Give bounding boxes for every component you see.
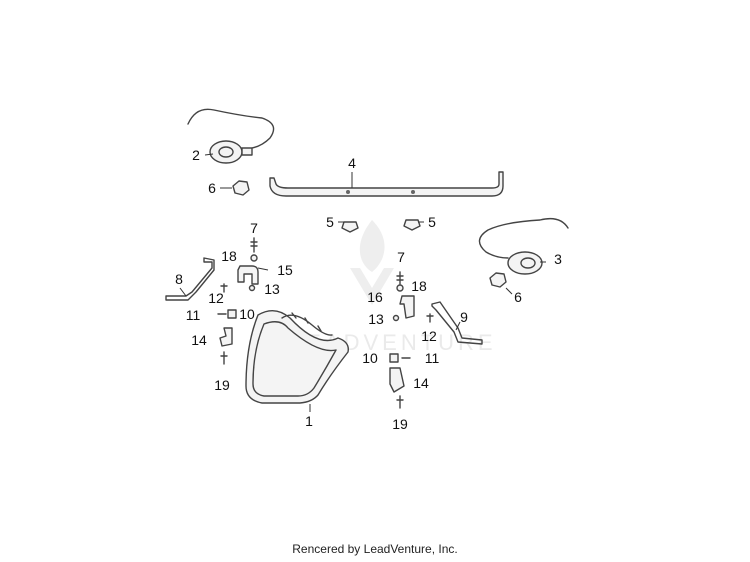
handlebar-part xyxy=(269,171,504,197)
callout-10-right: 10 xyxy=(362,350,378,366)
callout-4: 4 xyxy=(348,155,356,171)
headlight-part xyxy=(245,310,349,404)
callout-14-right: 14 xyxy=(413,375,429,391)
callout-9: 9 xyxy=(460,309,468,325)
leader-lines xyxy=(179,153,546,412)
callout-2: 2 xyxy=(192,147,200,163)
callout-5-left: 5 xyxy=(326,214,334,230)
bolt-parts xyxy=(341,219,421,233)
callout-7-left: 7 xyxy=(250,220,258,236)
callout-10-left: 10 xyxy=(239,306,255,322)
left-bracket-part xyxy=(165,257,215,301)
callout-18-left: 18 xyxy=(221,248,237,264)
right-bracket-part xyxy=(431,301,483,345)
callout-labels: 1 2 3 4 5 5 6 6 7 7 8 9 10 10 11 11 12 1… xyxy=(175,147,562,432)
callout-11-left: 11 xyxy=(186,307,201,323)
callout-3: 3 xyxy=(554,251,562,267)
right-switch-part xyxy=(478,217,569,275)
callout-16: 16 xyxy=(367,289,383,305)
left-switch-part xyxy=(187,108,275,164)
callout-19-left: 19 xyxy=(214,377,230,393)
callout-1: 1 xyxy=(305,413,313,429)
callout-18-right: 18 xyxy=(411,278,427,294)
callout-5-right: 5 xyxy=(428,214,436,230)
callout-13-right: 13 xyxy=(368,311,384,327)
callout-14-left: 14 xyxy=(191,332,207,348)
left-hardware-parts xyxy=(217,237,259,365)
callout-15: 15 xyxy=(277,262,293,278)
watermark-logo xyxy=(350,220,394,305)
callout-19-right: 19 xyxy=(392,416,408,432)
callout-6-left: 6 xyxy=(208,180,216,196)
callout-13-left: 13 xyxy=(264,281,280,297)
callout-6-right: 6 xyxy=(514,289,522,305)
callout-7-right: 7 xyxy=(397,249,405,265)
callout-8: 8 xyxy=(175,271,183,287)
callout-12-left: 12 xyxy=(208,290,224,306)
right-hardware-parts xyxy=(389,271,434,409)
callout-12-right: 12 xyxy=(421,328,437,344)
callout-11-right: 11 xyxy=(425,350,440,366)
render-credit: Rencered by LeadVenture, Inc. xyxy=(292,542,458,556)
nut-parts xyxy=(232,180,507,288)
